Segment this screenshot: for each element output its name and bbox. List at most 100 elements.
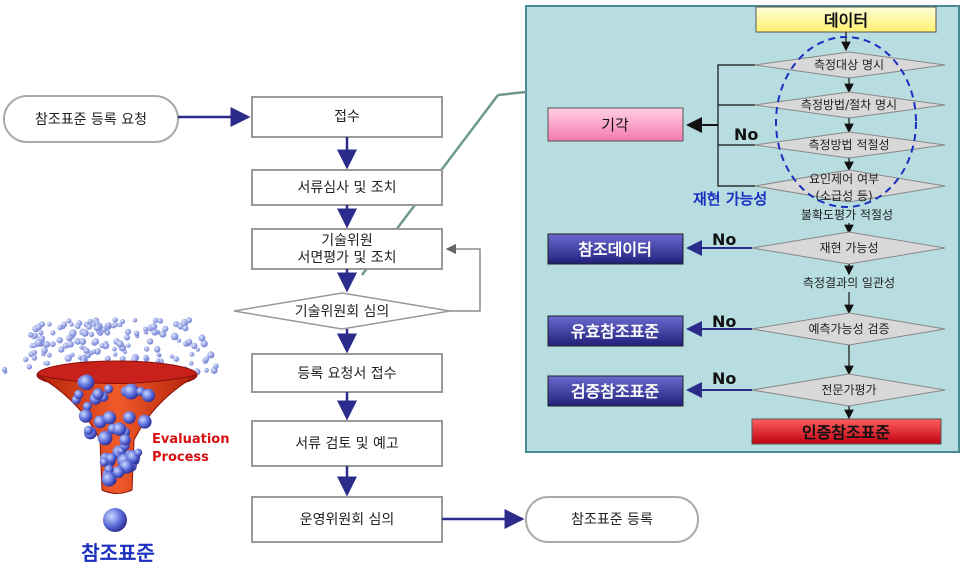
feedback-loop bbox=[445, 243, 481, 312]
scatter-ball bbox=[185, 317, 192, 324]
scatter-ball bbox=[44, 360, 51, 366]
output-ball bbox=[103, 508, 127, 532]
ref-data-label: 참조데이터 bbox=[578, 240, 652, 259]
decision-step4 bbox=[754, 169, 946, 203]
ops-deliberation-label: 운영위원회 심의 bbox=[300, 512, 395, 528]
funnel-illustration bbox=[1, 317, 219, 532]
decision-step9 bbox=[751, 373, 946, 407]
step5-label: 불확도평가 적절성 bbox=[801, 208, 893, 222]
scatter-ball bbox=[81, 329, 89, 337]
funnel-ball bbox=[112, 422, 127, 436]
step4-label-line2: (소급성 등) bbox=[815, 189, 872, 203]
decision-step8 bbox=[751, 312, 946, 346]
panel-connector-line bbox=[497, 90, 527, 97]
scatter-ball bbox=[86, 323, 92, 330]
scatter-ball bbox=[67, 340, 74, 348]
scatter-ball bbox=[157, 318, 164, 324]
certified-standard-label: 인증참조표준 bbox=[802, 423, 891, 442]
scatter-ball bbox=[177, 323, 184, 330]
scatter-ball bbox=[35, 323, 42, 331]
decision-step2 bbox=[754, 91, 946, 119]
scatter-ball bbox=[83, 347, 90, 354]
committee-eval-node bbox=[251, 228, 443, 270]
step6-label: 재현 가능성 bbox=[819, 241, 878, 255]
no-label-refdata: No bbox=[712, 230, 736, 249]
scatter-ball bbox=[173, 356, 180, 362]
scatter-ball bbox=[213, 363, 219, 369]
funnel-ball bbox=[74, 389, 84, 400]
funnel-ball bbox=[78, 409, 93, 423]
scatter-ball bbox=[104, 355, 111, 362]
committee-eval-label-line2: 서면평가 및 조치 bbox=[297, 250, 396, 266]
scatter-balls bbox=[1, 317, 219, 376]
scatter-ball bbox=[195, 347, 200, 352]
scatter-ball bbox=[61, 321, 68, 328]
receive-label: 접수 bbox=[334, 109, 360, 125]
committee-eval-label-line1: 기술위원 bbox=[321, 233, 373, 249]
funnel-ball bbox=[104, 384, 113, 394]
scatter-ball bbox=[49, 341, 56, 347]
funnel-ball bbox=[97, 430, 113, 446]
scatter-ball bbox=[41, 347, 48, 354]
scatter-ball bbox=[50, 330, 56, 336]
request-label: 참조표준 등록 요청 bbox=[35, 112, 147, 128]
reproducibility-ellipse bbox=[775, 36, 917, 208]
scatter-ball bbox=[143, 354, 149, 360]
registered-node bbox=[525, 496, 699, 543]
funnel-ball bbox=[92, 388, 104, 400]
scatter-ball bbox=[170, 332, 179, 341]
scatter-ball bbox=[106, 322, 112, 328]
scatter-ball bbox=[200, 340, 208, 348]
scatter-ball bbox=[47, 322, 52, 327]
doc-review-label: 서류심사 및 조치 bbox=[297, 180, 396, 196]
step8-label: 예측가능성 검증 bbox=[808, 322, 889, 336]
scatter-ball bbox=[70, 352, 75, 358]
decision-step1 bbox=[754, 51, 946, 79]
funnel-ball bbox=[119, 434, 131, 446]
scatter-ball bbox=[23, 356, 29, 363]
doc-check-node bbox=[251, 420, 443, 467]
scatter-ball bbox=[143, 346, 150, 352]
verified-standard-box bbox=[547, 375, 684, 407]
request-node bbox=[3, 95, 179, 143]
scatter-ball bbox=[159, 330, 167, 338]
scatter-ball bbox=[124, 328, 132, 335]
scatter-ball bbox=[38, 330, 44, 336]
funnel-ball bbox=[137, 414, 152, 429]
valid-standard-box bbox=[547, 315, 684, 347]
ref-data-box bbox=[547, 233, 684, 265]
scatter-ball bbox=[77, 355, 82, 360]
valid-standard-label: 유효참조표준 bbox=[571, 322, 660, 341]
scatter-ball bbox=[124, 334, 130, 341]
scatter-ball bbox=[132, 318, 138, 323]
funnel-ball bbox=[123, 411, 136, 424]
scatter-ball bbox=[146, 338, 154, 345]
scatter-ball bbox=[46, 352, 52, 358]
decision-step6 bbox=[751, 231, 946, 265]
registered-label: 참조표준 등록 bbox=[571, 512, 653, 528]
scatter-ball bbox=[57, 324, 63, 331]
scatter-ball bbox=[143, 326, 148, 332]
doc-check-label: 서류 검토 및 예고 bbox=[295, 436, 399, 452]
step1-label: 측정대상 명시 bbox=[814, 58, 884, 72]
funnel-ball bbox=[78, 374, 95, 391]
evaluation-label-line1: Evaluation bbox=[152, 432, 229, 447]
funnel-ball bbox=[134, 448, 143, 457]
scatter-ball bbox=[183, 341, 188, 347]
scatter-ball bbox=[56, 337, 63, 344]
scatter-ball bbox=[87, 318, 93, 324]
step4-label-line1: 요인제어 여부 bbox=[809, 172, 879, 186]
scatter-ball bbox=[182, 325, 189, 332]
scatter-ball bbox=[79, 345, 84, 350]
scatter-ball bbox=[113, 352, 118, 357]
step7-label: 측정결과의 일관성 bbox=[803, 276, 895, 290]
scatter-ball bbox=[207, 351, 215, 359]
scatter-ball bbox=[74, 338, 81, 345]
scatter-ball bbox=[204, 367, 209, 373]
scatter-ball bbox=[91, 322, 96, 327]
scatter-ball bbox=[92, 338, 100, 345]
scatter-ball bbox=[66, 318, 72, 324]
scatter-ball bbox=[152, 317, 159, 324]
decision-step3 bbox=[754, 131, 946, 159]
reg-receive-label: 등록 요청서 접수 bbox=[297, 366, 396, 382]
